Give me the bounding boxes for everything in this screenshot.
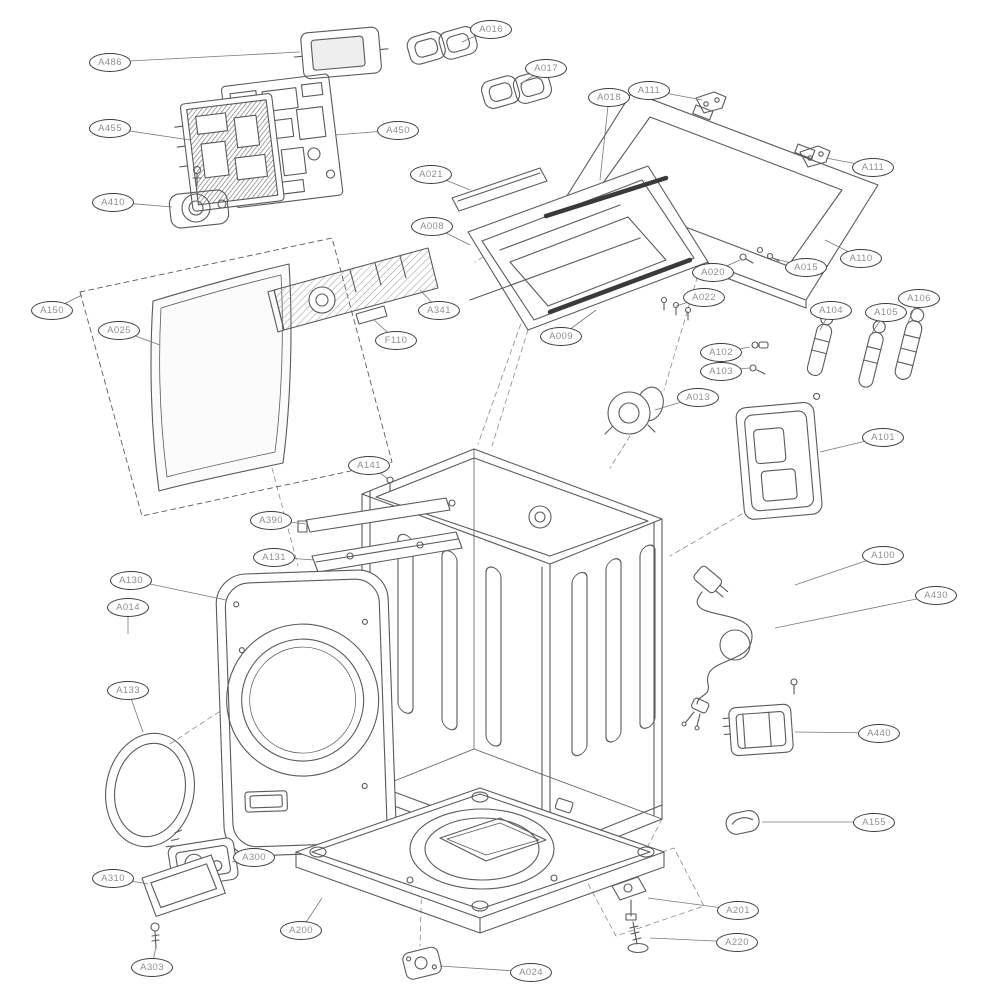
part-label-A220: A220 [716, 932, 758, 952]
part-label-A020: A020 [692, 262, 734, 282]
part-label-A150: A150 [31, 300, 73, 320]
part-label-A105: A105 [865, 302, 907, 322]
control-panel-strip [267, 247, 439, 333]
cover-screws [739, 246, 780, 264]
door-gasket [105, 732, 195, 848]
part-label-A021: A021 [410, 164, 452, 184]
base-assembly [295, 787, 665, 934]
lid-gasket-a [406, 26, 478, 65]
part-label-A201: A201 [717, 900, 759, 920]
glass-bounds-dashed [79, 237, 393, 517]
part-label-A390: A390 [250, 510, 292, 530]
part-label-A303: A303 [131, 957, 173, 977]
hinge-b [799, 145, 831, 168]
part-label-A130: A130 [110, 570, 152, 590]
part-label-A455: A455 [89, 118, 131, 138]
inlet-hose-b [858, 320, 886, 388]
part-label-A155: A155 [853, 812, 895, 832]
part-label-A017: A017 [525, 58, 567, 78]
part-label-A103: A103 [700, 361, 742, 381]
pressure-sensor [168, 165, 230, 229]
top-bracket [297, 497, 456, 533]
part-label-A450: A450 [377, 120, 419, 140]
part-label-A200: A200 [280, 920, 322, 940]
part-label-A015: A015 [785, 257, 827, 277]
part-label-A014: A014 [107, 597, 149, 617]
part-label-A101: A101 [862, 427, 904, 447]
seal-strip-lower [547, 257, 693, 315]
part-label-A110: A110 [840, 248, 882, 268]
part-label-A131: A131 [253, 547, 295, 567]
small-fitting-b [749, 364, 766, 375]
part-label-A102: A102 [700, 342, 742, 362]
part-label-A440: A440 [858, 723, 900, 743]
part-label-A341: A341 [418, 300, 460, 320]
part-label-A133: A133 [107, 680, 149, 700]
front-panel [215, 569, 397, 857]
part-label-A008: A008 [411, 216, 453, 236]
foot-bracket [611, 876, 647, 921]
part-label-A025: A025 [98, 320, 140, 340]
power-cord [681, 565, 753, 731]
part-label-A410: A410 [92, 192, 134, 212]
display-module [293, 26, 389, 80]
part-label-A430: A430 [915, 585, 957, 605]
filter-screw [790, 678, 798, 695]
part-label-A111: A111 [852, 157, 894, 177]
lid-assembly [467, 165, 709, 331]
front-glass [150, 263, 292, 492]
part-label-A018: A018 [588, 87, 630, 107]
hinge-a [695, 91, 727, 114]
small-fitting-a [751, 341, 769, 349]
seal-strip-upper [543, 175, 669, 219]
part-label-F110: F110 [375, 330, 417, 350]
part-label-A022: A022 [683, 287, 725, 307]
part-label-A111: A111 [628, 80, 670, 100]
inlet-hose-a [806, 312, 834, 376]
part-label-A310: A310 [92, 868, 134, 888]
noise-filter [722, 703, 794, 757]
part-label-A104: A104 [810, 300, 852, 320]
part-label-A486: A486 [89, 52, 131, 72]
part-label-A100: A100 [862, 545, 904, 565]
part-label-A024: A024 [510, 962, 552, 982]
hinge-screws [660, 296, 692, 321]
part-label-A300: A300 [233, 847, 275, 867]
base-bracket [402, 946, 442, 980]
bracket-frame [141, 854, 226, 917]
sub-pcb [174, 93, 285, 212]
part-label-A106: A106 [898, 288, 940, 308]
part-label-A013: A013 [677, 387, 719, 407]
crossbar [311, 531, 463, 573]
bracket-screw [150, 922, 160, 949]
leveling-foot [627, 921, 649, 954]
rear-access-panel [735, 392, 823, 520]
part-label-A016: A016 [470, 19, 512, 39]
panel-sub-bracket [355, 305, 388, 325]
part-label-A009: A009 [540, 326, 582, 346]
lid-handle-strip [451, 167, 548, 212]
part-label-A141: A141 [348, 455, 390, 475]
drain-pump [604, 386, 664, 435]
cord-clip [725, 809, 760, 835]
rim-screw [386, 476, 394, 492]
